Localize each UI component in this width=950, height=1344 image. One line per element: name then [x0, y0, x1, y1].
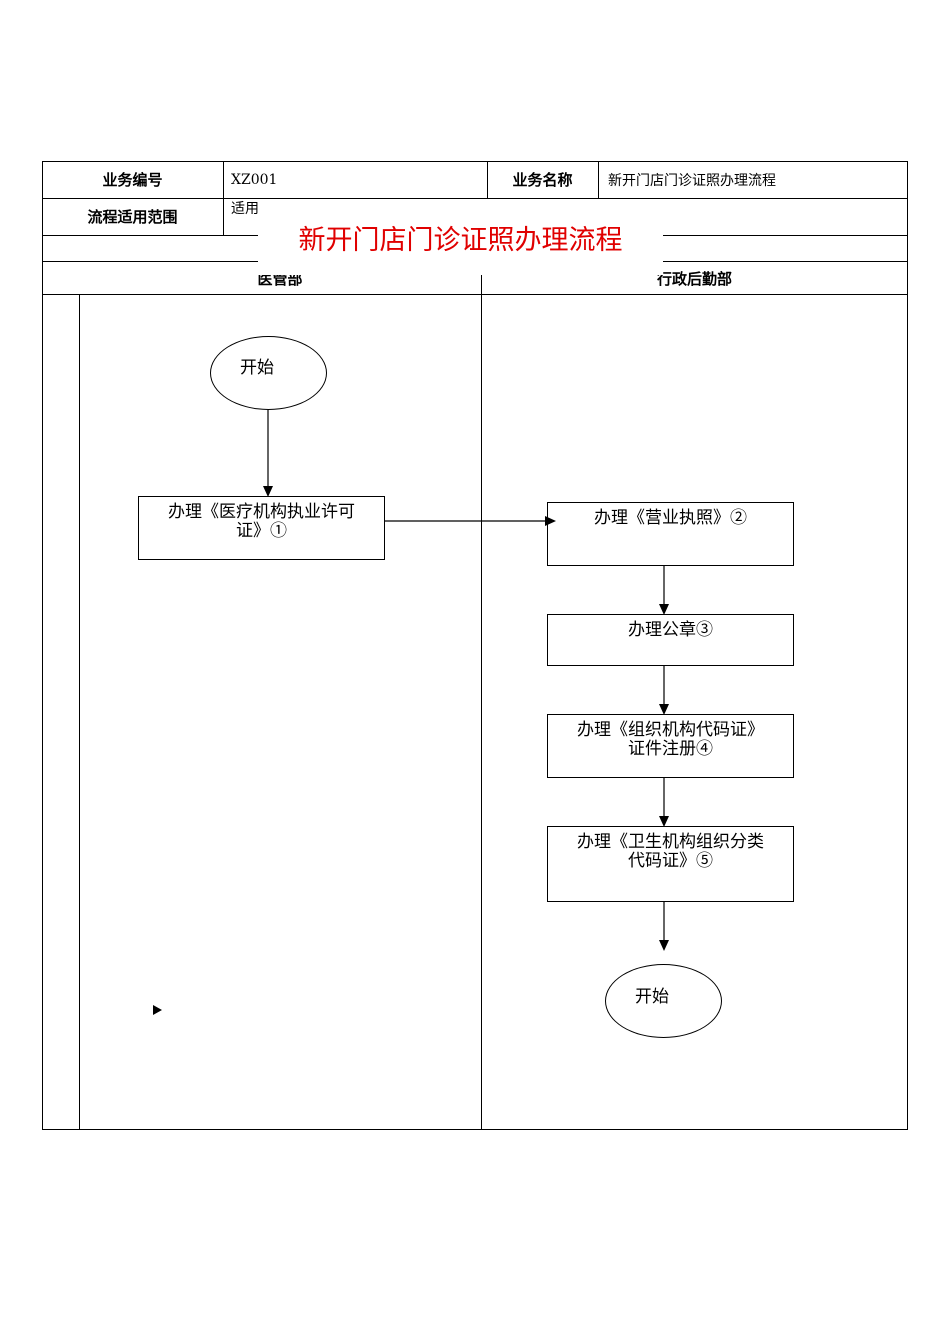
stray-arrowhead	[153, 1005, 162, 1015]
start-node: 开始	[210, 336, 327, 410]
arrowhead-step4	[659, 704, 669, 715]
lane-title-admin-dept: 行政后勤部	[656, 269, 732, 288]
step1-box: 办理《医疗机构执业许可 证》①	[138, 496, 385, 560]
header-col-divider-3	[598, 161, 599, 198]
lane-left-margin-line	[79, 294, 80, 1130]
process-table-frame	[42, 161, 908, 1130]
step2-line1: 办理《营业执照》②	[594, 508, 747, 528]
arrowhead-step3	[659, 604, 669, 615]
lane-divider	[481, 274, 482, 1130]
arrowhead-step2	[545, 516, 556, 526]
step1-line2: 证》①	[236, 521, 287, 541]
business-name-label: 业务名称	[512, 171, 573, 189]
scope-value: 适用	[231, 201, 259, 217]
business-code-label: 业务编号	[102, 171, 163, 189]
header-row-divider-1	[42, 198, 908, 199]
step4-box: 办理《组织机构代码证》 证件注册④	[547, 714, 794, 778]
step4-line2: 证件注册④	[628, 739, 713, 759]
header-col-divider-2	[487, 161, 488, 198]
arrowhead-end	[659, 940, 669, 951]
start-node-label: 开始	[240, 358, 274, 378]
end-node-label: 开始	[635, 987, 669, 1007]
step5-box: 办理《卫生机构组织分类 代码证》⑤	[547, 826, 794, 902]
overlay-title: 新开门店门诊证照办理流程	[258, 199, 663, 275]
business-name-value: 新开门店门诊证照办理流程	[608, 172, 776, 189]
step3-line1: 办理公章③	[628, 620, 713, 640]
arrowhead-step1	[263, 486, 273, 497]
business-code-value: XZ001	[231, 171, 278, 188]
lane-header-divider	[42, 294, 908, 295]
step4-line1: 办理《组织机构代码证》	[577, 720, 764, 740]
end-node: 开始	[605, 964, 722, 1038]
arrowhead-step5	[659, 816, 669, 827]
header-col-divider-1	[223, 161, 224, 235]
step1-line1: 办理《医疗机构执业许可	[168, 502, 355, 522]
step5-line2: 代码证》⑤	[628, 851, 713, 871]
step5-line1: 办理《卫生机构组织分类	[577, 832, 764, 852]
step2-box: 办理《营业执照》②	[547, 502, 794, 566]
step3-box: 办理公章③	[547, 614, 794, 666]
scope-label: 流程适用范围	[87, 208, 178, 226]
